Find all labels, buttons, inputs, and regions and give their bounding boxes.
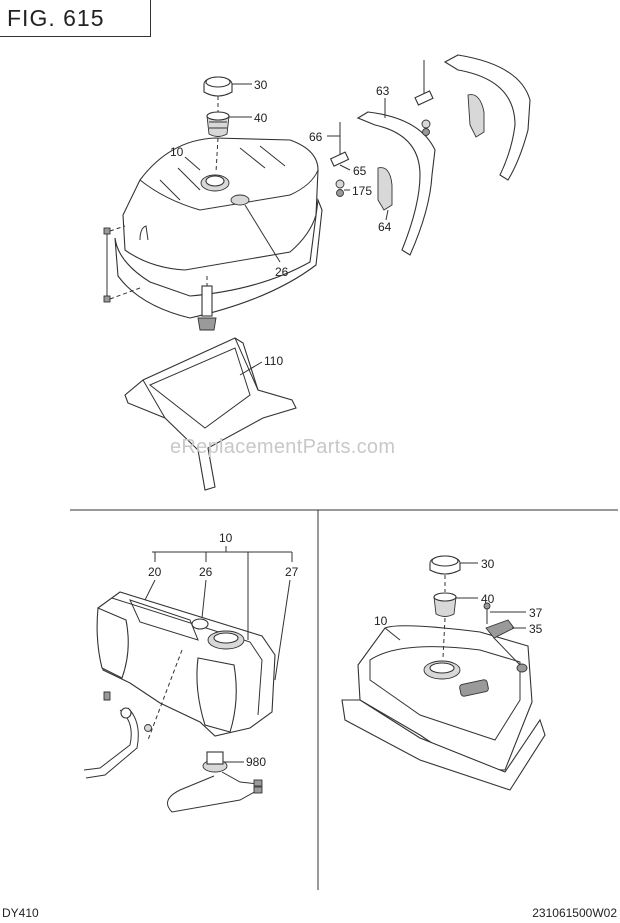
callout-10-right: 10: [374, 614, 388, 628]
callout-26: 26: [275, 265, 289, 279]
callout-64: 64: [378, 220, 392, 234]
guard-bolts: [329, 60, 434, 197]
callout-40-right: 40: [481, 592, 495, 606]
callout-35: 35: [529, 622, 543, 636]
watermark: eReplacementParts.com: [170, 436, 396, 458]
callout-30-right: 30: [481, 557, 495, 571]
fuel-tank-right-view: [341, 625, 546, 791]
fuel-cock: [197, 276, 217, 331]
tank-bracket: [124, 337, 297, 491]
fuel-cap: [203, 76, 233, 97]
callout-63: 63: [376, 84, 390, 98]
callout-27: 27: [285, 565, 299, 579]
callout-66: 66: [309, 130, 323, 144]
fuel-gauge-right: [483, 602, 528, 673]
fuel-cap-right: [429, 555, 461, 575]
callout-40: 40: [254, 111, 268, 125]
callout-110: 110: [264, 354, 283, 368]
callout-37: 37: [529, 606, 543, 620]
leader-lines: [144, 83, 526, 763]
diagram-code: 231061500W02: [532, 906, 617, 920]
figure-title-box: FIG. 615: [0, 0, 151, 37]
fuel-tank-open-view: [96, 591, 276, 737]
tank-mount-bolts: [103, 225, 141, 303]
fuel-strainer: [206, 111, 230, 137]
figure-title: FIG. 615: [7, 5, 105, 31]
fuel-pipe-assembly: [83, 691, 152, 779]
tank-guard: [356, 54, 531, 256]
callout-10: 10: [170, 145, 184, 159]
callout-175: 175: [352, 184, 372, 198]
fuel-tank-main: [114, 137, 323, 319]
callout-10-left: 10: [219, 531, 233, 545]
callout-980: 980: [246, 755, 266, 769]
callout-26-left: 26: [199, 565, 213, 579]
callout-65: 65: [353, 164, 367, 178]
fuel-gauge-sender: [167, 751, 263, 813]
callout-30: 30: [254, 78, 268, 92]
callout-20: 20: [148, 565, 162, 579]
fuel-strainer-right: [433, 592, 457, 617]
model-number: DY410: [2, 906, 39, 920]
callout-labels: 30 40 10 26 110 63 66 65 175 64 10 20 26…: [148, 78, 543, 769]
